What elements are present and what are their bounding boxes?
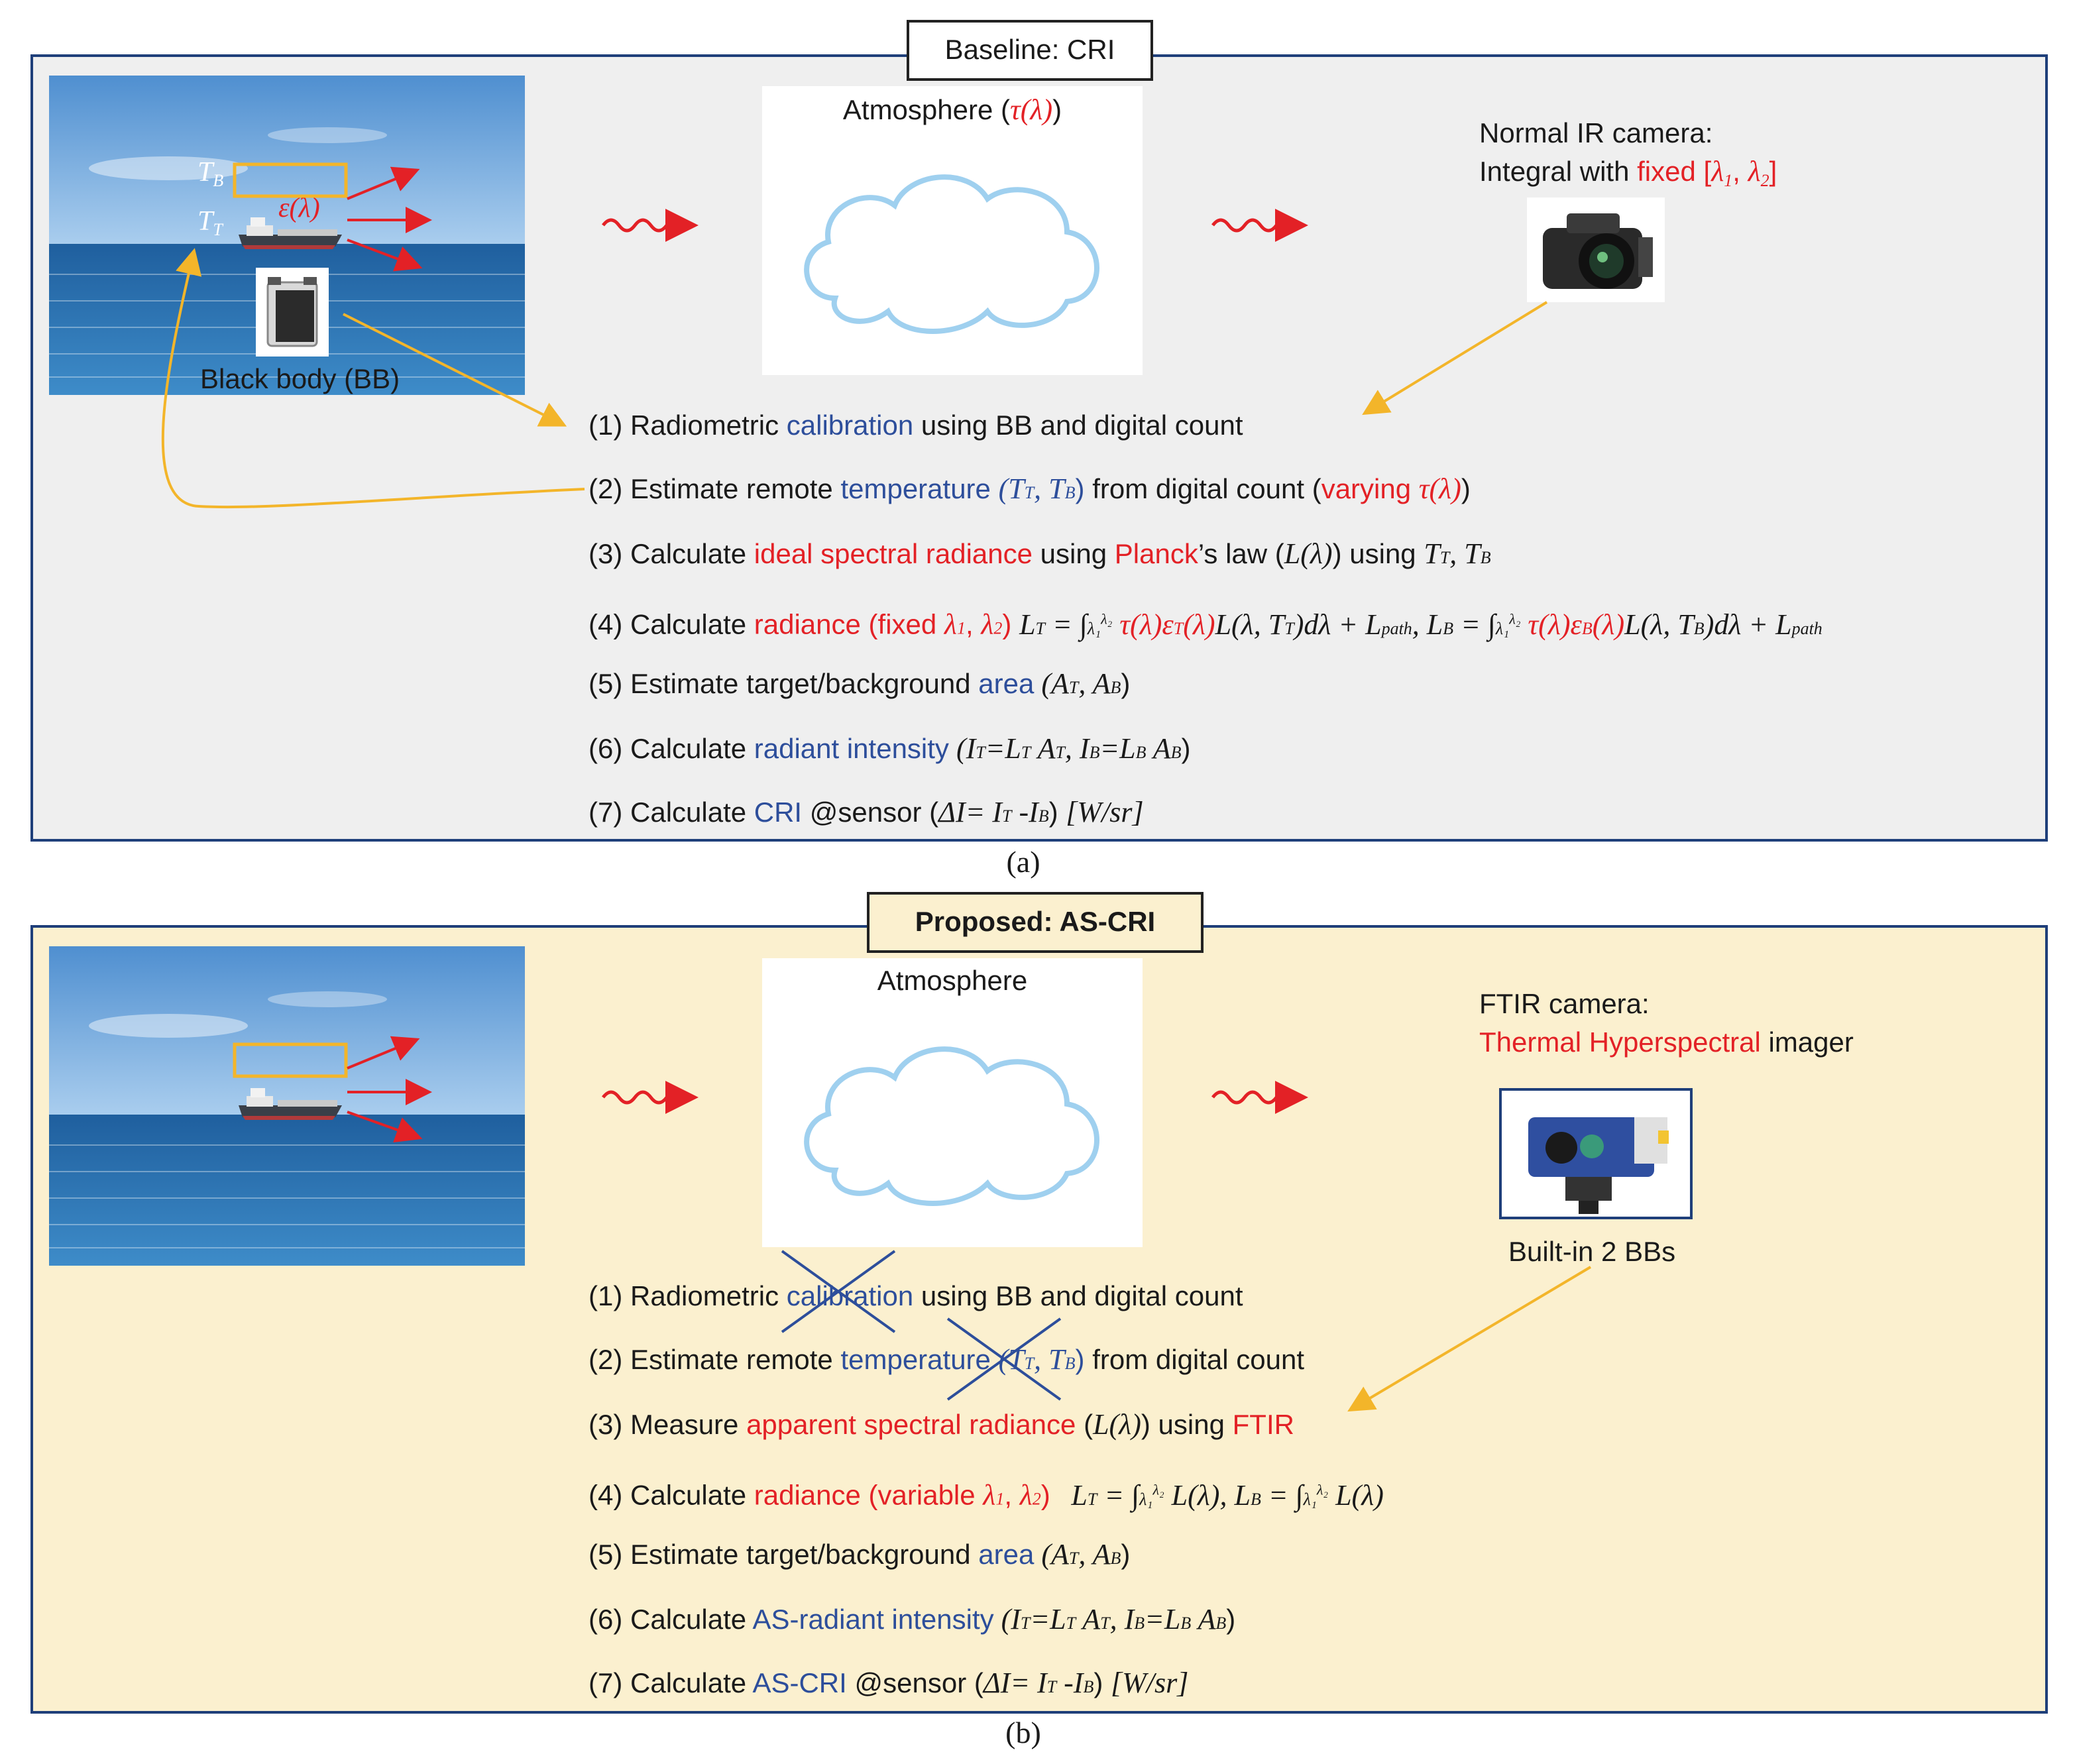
ship-icon xyxy=(239,1088,342,1120)
step-a-7: (7) Calculate CRI @sensor (ΔI= IT -IB) [… xyxy=(589,796,1144,828)
atmosphere-label-a: Atmosphere (τ(λ)) xyxy=(842,93,1062,126)
formula-b: LT = ∫λ₁λ₂ L(λ), LB = ∫λ₁λ₂ L(λ) xyxy=(1071,1478,1384,1512)
sea-scene-b xyxy=(49,946,525,1266)
step-a-5: (5) Estimate target/background area (AT,… xyxy=(589,667,1131,700)
ir-camera-title: Normal IR camera: Integral with fixed [λ… xyxy=(1479,117,1777,190)
step-a-6: (6) Calculate radiant intensity (IT=LT A… xyxy=(589,732,1191,765)
step-b-2: (2) Estimate remote temperature (TT, TB)… xyxy=(589,1343,1305,1376)
atmosphere-box-a: Atmosphere (τ(λ)) xyxy=(762,86,1143,375)
ship-icon xyxy=(239,217,342,249)
blackbody-icon xyxy=(256,268,329,357)
step-b-7: (7) Calculate AS-CRI @sensor (ΔI= IT -IB… xyxy=(589,1667,1189,1699)
step-b-4: (4) Calculate radiance (variable λ1, λ2)… xyxy=(589,1478,1384,1512)
caption-b: (b) xyxy=(1005,1716,1041,1749)
step-b-6: (6) Calculate AS-radiant intensity (IT=L… xyxy=(589,1603,1236,1635)
tt-label: TT xyxy=(197,206,223,239)
step-b-5: (5) Estimate target/background area (AT,… xyxy=(589,1538,1131,1571)
atmosphere-label-b: Atmosphere xyxy=(877,965,1028,996)
panel-a-title: Baseline: CRI xyxy=(907,20,1153,81)
ftir-camera-title: FTIR camera: Thermal Hyperspectral image… xyxy=(1479,988,1854,1058)
ir-camera-icon xyxy=(1527,197,1665,302)
panel-b-title: Proposed: AS-CRI xyxy=(867,892,1204,953)
caption-a: (a) xyxy=(1006,845,1040,879)
step-a-2: (2) Estimate remote temperature (TT, TB)… xyxy=(589,472,1471,505)
cloud-icon xyxy=(804,174,1099,334)
ftir-camera-icon xyxy=(1499,1088,1693,1219)
atmosphere-box-b: Atmosphere xyxy=(762,958,1143,1247)
blackbody-label: Black body (BB) xyxy=(200,363,400,394)
formula-a: LT = ∫λ₁λ₂ τ(λ)εT(λ)L(λ, TT)dλ + Lpath, … xyxy=(1019,608,1823,641)
emissivity-label: ε(λ) xyxy=(278,193,320,223)
built-in-bb-label: Built-in 2 BBs xyxy=(1508,1236,1676,1267)
sea-ship-photo-b xyxy=(49,946,525,1266)
step-b-1: (1) Radiometric calibration using BB and… xyxy=(589,1280,1243,1311)
step-b-3: (3) Measure apparent spectral radiance (… xyxy=(589,1408,1294,1441)
cloud-icon xyxy=(804,1046,1099,1206)
step-a-3: (3) Calculate ideal spectral radiance us… xyxy=(589,537,1491,570)
tb-label: TB xyxy=(197,157,224,190)
step-a-1: (1) Radiometric calibration using BB and… xyxy=(589,410,1243,441)
step-a-4: (4) Calculate radiance (fixed λ1, λ2) LT… xyxy=(589,608,1823,641)
